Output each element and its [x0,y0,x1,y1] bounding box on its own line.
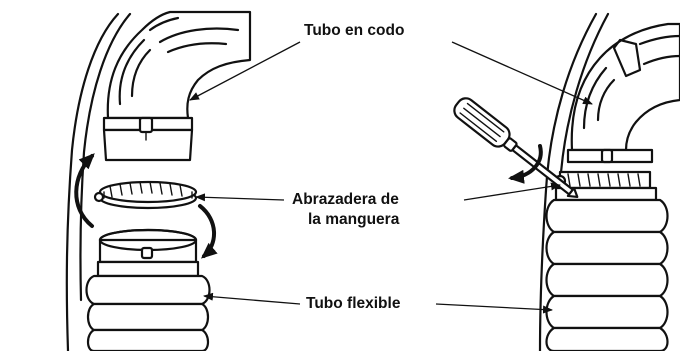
left-elbow-pipe [102,10,252,162]
label-hose-clamp-line1: Abrazadera de [290,190,401,209]
leader-lines [189,41,593,314]
label-flexible-pipe: Tubo flexible [304,294,403,313]
right-power-cord [538,12,610,351]
rotation-arrow-icon [508,144,543,184]
screwdriver-icon [453,97,579,199]
left-rotation-arrows [74,153,218,259]
label-elbow-pipe: Tubo en codo [302,21,407,40]
right-flexible-pipe [545,186,669,351]
left-hose-clamp [93,180,198,210]
right-elbow-pipe [566,22,680,164]
left-power-cord [65,12,132,351]
label-hose-clamp-line2: la manguera [306,210,402,229]
left-flexible-pipe [85,228,211,351]
